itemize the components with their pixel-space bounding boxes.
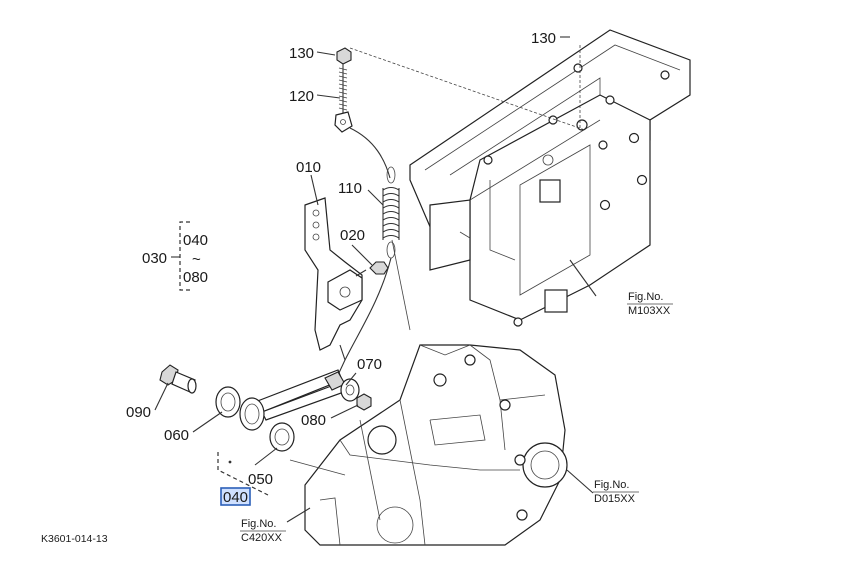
label-020: 020 <box>340 227 365 244</box>
selection-outline <box>220 487 251 506</box>
callout-120[interactable]: 120 <box>289 88 314 105</box>
label-050: 050 <box>248 471 273 488</box>
group-bracket-040 <box>217 452 269 496</box>
callout-030[interactable]: 030 <box>142 250 180 267</box>
return-spring-110-drawing <box>382 166 400 259</box>
figure-ref-d015-line2: D015XX <box>594 493 636 505</box>
label-030: 030 <box>142 250 167 267</box>
label-040-selected: 040 <box>223 489 248 506</box>
label-120: 120 <box>289 88 314 105</box>
transmission-housing-drawing <box>304 344 568 546</box>
label-070: 070 <box>357 356 382 373</box>
label-060: 060 <box>164 427 189 444</box>
label-130-right: 130 <box>531 30 556 47</box>
callout-020[interactable]: 020 <box>340 227 365 244</box>
label-010: 010 <box>296 159 321 176</box>
figure-ref-m103-line2: M103XX <box>628 305 671 317</box>
label-130-top: 130 <box>289 45 314 62</box>
callout-090[interactable]: 090 <box>126 404 151 421</box>
adjust-rod-120-drawing <box>334 47 353 133</box>
leader-lines <box>154 36 597 523</box>
label-040-range-start: 040 <box>183 232 208 249</box>
figure-ref-c420-line2: C420XX <box>241 532 283 544</box>
callout-040-selected[interactable]: 040 <box>220 487 251 506</box>
label-080: 080 <box>301 412 326 429</box>
diagram-code: K3601-014-13 <box>41 533 108 545</box>
callout-060[interactable]: 060 <box>164 427 189 444</box>
nut-080-drawing <box>356 393 372 411</box>
figure-ref-d015[interactable]: Fig.No. D015XX <box>593 479 639 505</box>
selection-highlight <box>221 488 250 505</box>
bushing-060-drawing <box>215 386 241 418</box>
callout-070[interactable]: 070 <box>357 356 382 373</box>
label-110: 110 <box>338 180 362 197</box>
frame-bracket-drawing <box>409 29 691 327</box>
pivot-pin-090-drawing <box>159 364 197 394</box>
callout-130-top[interactable]: 130 <box>289 45 314 62</box>
figure-ref-d015-line1: Fig.No. <box>594 479 629 491</box>
collar-050-drawing <box>239 397 295 452</box>
return-wire <box>349 127 391 179</box>
label-090: 090 <box>126 404 151 421</box>
label-080-range-end: 080 <box>183 269 208 286</box>
bolt-020-drawing <box>355 261 389 277</box>
figure-ref-c420-line1: Fig.No. <box>241 518 276 530</box>
spring-cable <box>344 257 392 361</box>
figure-ref-c420[interactable]: Fig.No. C420XX <box>240 518 286 544</box>
callout-010[interactable]: 010 <box>296 159 321 176</box>
callout-110[interactable]: 110 <box>338 180 362 197</box>
callout-040-range[interactable]: 040 ~ 080 <box>183 232 208 286</box>
figure-ref-m103-line1: Fig.No. <box>628 291 663 303</box>
callout-080[interactable]: 080 <box>301 412 326 429</box>
pedal-lever-010-drawing <box>304 197 363 376</box>
label-range-sep: ~ <box>192 251 201 268</box>
spacer-070-drawing <box>324 371 360 402</box>
figure-ref-m103[interactable]: Fig.No. M103XX <box>627 291 673 317</box>
callout-050[interactable]: 050 <box>248 471 273 488</box>
group-bracket-030 <box>179 221 190 291</box>
callout-130-right[interactable]: 130 <box>531 30 556 47</box>
